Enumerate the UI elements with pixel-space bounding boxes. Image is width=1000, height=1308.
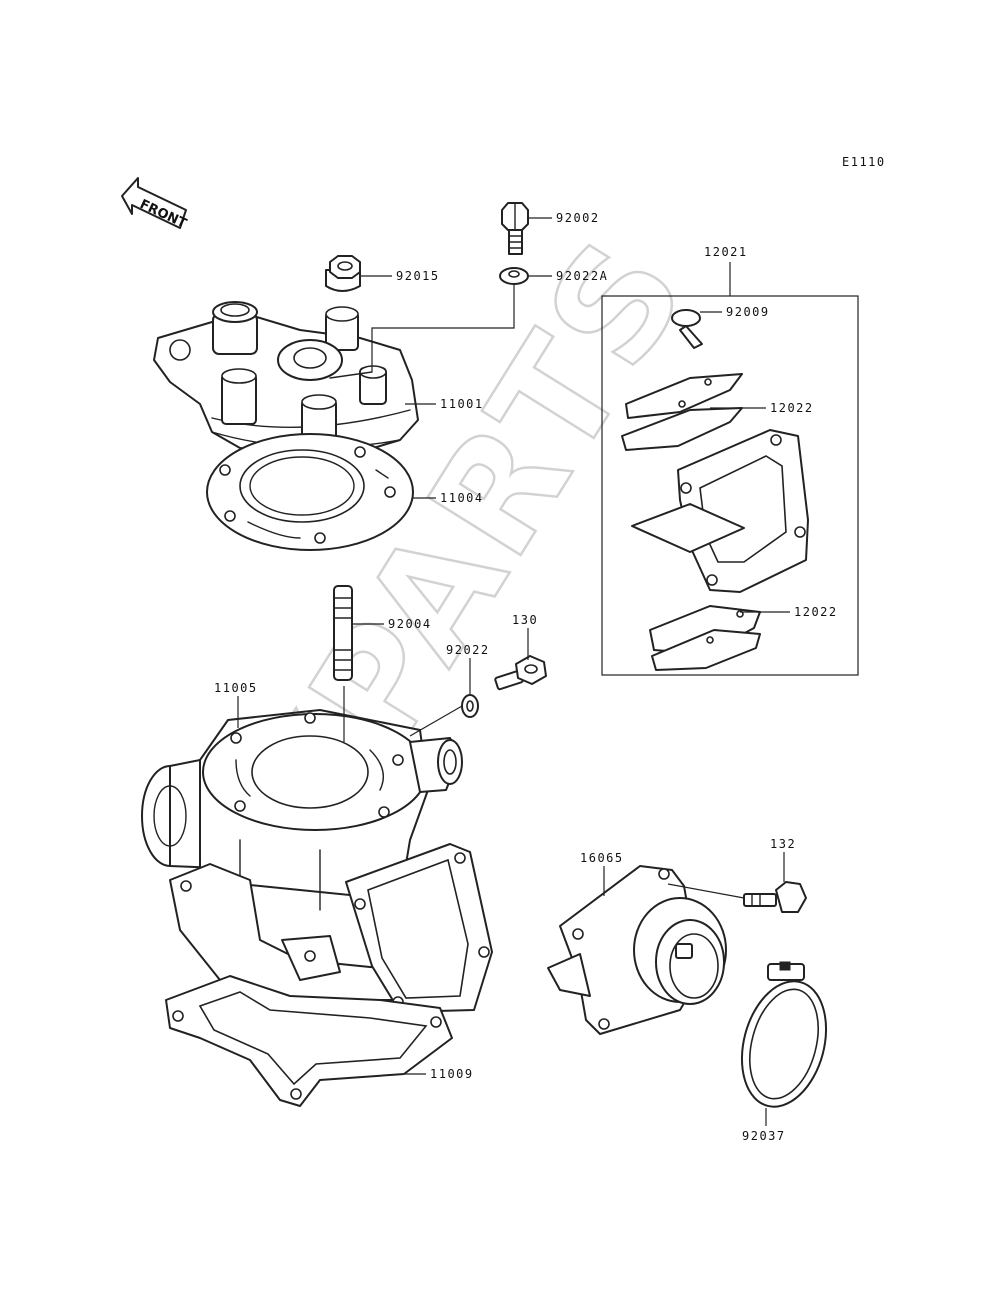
cylinder-11005 xyxy=(141,709,493,1013)
washer-92022a xyxy=(499,267,529,285)
reed-petal-lower-12022 xyxy=(649,605,761,671)
bolt-130 xyxy=(494,655,547,691)
clamp-92037 xyxy=(740,961,828,1108)
screw-92009 xyxy=(671,309,703,349)
reed-petal-upper-12022 xyxy=(621,373,743,451)
bolt-92002 xyxy=(501,202,529,255)
label-92022a: 92022A xyxy=(556,269,608,283)
label-12021: 12021 xyxy=(704,245,748,259)
label-92022: 92022 xyxy=(446,643,490,657)
front-arrow-icon: FRONT xyxy=(121,177,189,232)
label-92009: 92009 xyxy=(726,305,770,319)
reed-cage xyxy=(631,429,809,593)
stud-92004 xyxy=(333,585,353,681)
label-132: 132 xyxy=(770,837,796,851)
nut-92015 xyxy=(325,255,361,292)
base-gasket-11009 xyxy=(165,975,453,1107)
label-12022-upper: 12022 xyxy=(770,401,814,415)
label-11004: 11004 xyxy=(440,491,484,505)
label-11009: 11009 xyxy=(430,1067,474,1081)
bolt-132 xyxy=(743,881,807,913)
label-11005: 11005 xyxy=(214,681,258,695)
label-11001: 11001 xyxy=(440,397,484,411)
insulator-16065 xyxy=(547,865,727,1035)
label-92037: 92037 xyxy=(742,1129,786,1143)
label-12022-lower: 12022 xyxy=(794,605,838,619)
diagram-code: E1110 xyxy=(842,155,886,169)
label-130: 130 xyxy=(512,613,538,627)
label-92002: 92002 xyxy=(556,211,600,225)
label-16065: 16065 xyxy=(580,851,624,865)
head-gasket-11004 xyxy=(206,433,414,551)
label-92015: 92015 xyxy=(396,269,440,283)
washer-92022 xyxy=(461,694,479,718)
label-92004: 92004 xyxy=(388,617,432,631)
